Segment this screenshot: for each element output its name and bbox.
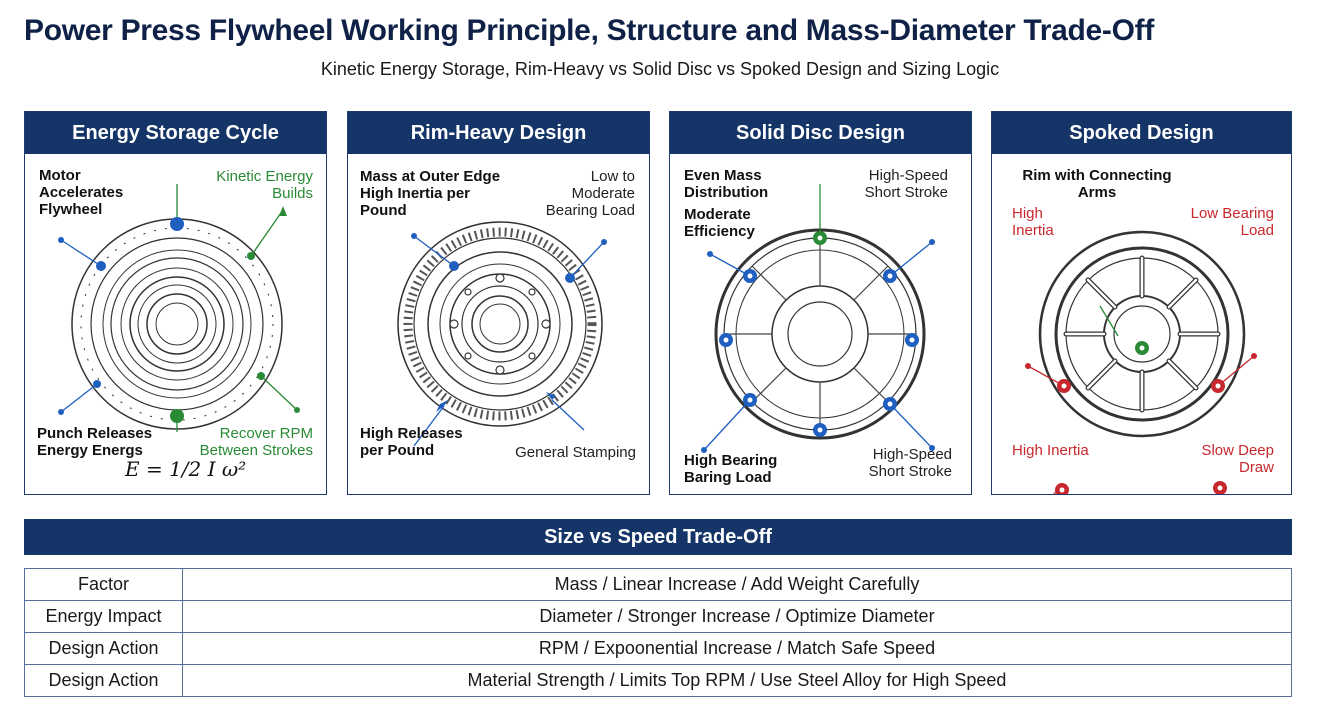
mass-outer-edge-label: Mass at Outer Edge High Inertia per Poun… xyxy=(360,168,501,219)
spoked-design-panel: Spoked Design xyxy=(991,111,1292,495)
spoked-flywheel-diagram xyxy=(1025,230,1257,494)
detail-cell: RPM / Expoonential Increase / Match Safe… xyxy=(182,632,1292,665)
high-inertia-bottom-label: High Inertia xyxy=(1012,442,1089,459)
energy-cycle-flywheel-diagram xyxy=(58,184,300,432)
punch-label: Punch Releases Energy Energs xyxy=(37,425,153,459)
panel-heading: Spoked Design xyxy=(992,112,1291,154)
tradeoff-heading: Size vs Speed Trade-Off xyxy=(24,519,1292,555)
recover-label: Recover RPM Between Strokes xyxy=(199,425,313,459)
rim-arms-label: Rim with Connecting Arms xyxy=(1022,167,1172,201)
panel-heading: Solid Disc Design xyxy=(670,112,971,154)
detail-cell: Diameter / Stronger Increase / Optimize … xyxy=(182,600,1292,633)
energy-formula: E = 1/2 I ω² xyxy=(125,457,247,481)
solid-disc-panel: Solid Disc Design xyxy=(669,111,972,495)
factor-cell: Design Action xyxy=(24,632,183,665)
high-bearing-label: High Bearing Baring Load xyxy=(684,452,778,486)
high-inertia-top-label: High Inertia xyxy=(1012,205,1054,239)
moderate-efficiency-label: Moderate Efficiency xyxy=(684,206,755,240)
bearing-load-label: Low to Moderate Bearing Load xyxy=(545,168,635,219)
detail-cell: Material Strength / Limits Top RPM / Use… xyxy=(182,664,1292,697)
table-row: Design Action Material Strength / Limits… xyxy=(24,664,1292,697)
slow-deep-draw-label: Slow Deep Draw xyxy=(1201,442,1274,476)
motor-label: Motor Accelerates Flywheel xyxy=(39,167,124,218)
detail-cell: Mass / Linear Increase / Add Weight Care… xyxy=(182,568,1292,601)
factor-cell: Energy Impact xyxy=(24,600,183,633)
solid-disc-flywheel-diagram xyxy=(701,184,935,453)
high-speed-top-label: High-Speed Short Stroke xyxy=(864,167,948,201)
tradeoff-table: Factor Mass / Linear Increase / Add Weig… xyxy=(24,568,1292,697)
page-title: Power Press Flywheel Working Principle, … xyxy=(24,14,1155,47)
table-row: Design Action RPM / Expoonential Increas… xyxy=(24,632,1292,665)
rim-heavy-panel: Rim-Heavy Design xyxy=(347,111,650,495)
factor-cell: Design Action xyxy=(24,664,183,697)
high-releases-label: High Releases per Pound xyxy=(360,425,463,459)
table-row: Factor Mass / Linear Increase / Add Weig… xyxy=(24,568,1292,601)
table-row: Energy Impact Diameter / Stronger Increa… xyxy=(24,600,1292,633)
page-subtitle: Kinetic Energy Storage, Rim-Heavy vs Sol… xyxy=(320,59,1000,79)
panel-heading: Rim-Heavy Design xyxy=(348,112,649,154)
kinetic-label: Kinetic Energy Builds xyxy=(216,168,313,202)
panel-heading: Energy Storage Cycle xyxy=(25,112,326,154)
low-bearing-label: Low Bearing Load xyxy=(1190,205,1274,239)
rim-heavy-flywheel-diagram xyxy=(397,221,607,447)
energy-storage-cycle-panel: Energy Storage Cycle xyxy=(24,111,327,495)
even-mass-label: Even Mass Distribution xyxy=(684,167,769,201)
general-stamping-label: General Stamping xyxy=(515,444,636,461)
high-speed-bottom-label: High-Speed Short Stroke xyxy=(868,446,952,480)
factor-cell: Factor xyxy=(24,568,183,601)
